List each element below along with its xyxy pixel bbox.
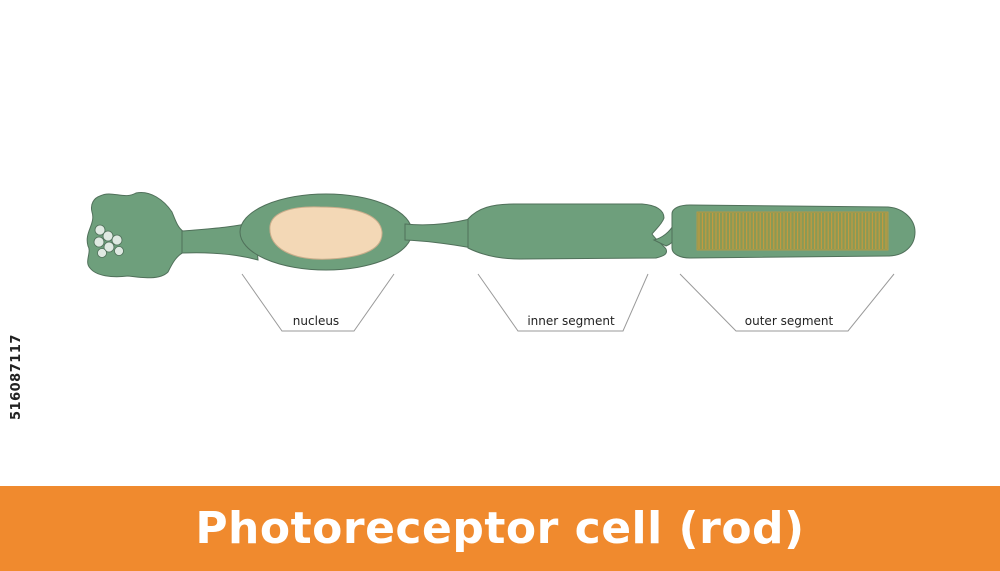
rod-cell-diagram: nucleus inner segment outer segment [86,191,916,332]
inner-segment [467,203,667,260]
synaptic-vesicles [93,224,124,258]
diagram-title: Photoreceptor cell (rod) [195,502,805,554]
nucleus-label: nucleus [293,314,339,328]
nucleus-bracket [241,273,395,332]
image-id-text: 516087117 [9,334,24,420]
synaptic-terminal [86,191,185,279]
membrane-discs-band [696,211,889,251]
leader-lines [241,273,895,332]
nucleus [269,206,383,260]
title-banner: Photoreceptor cell (rod) [0,486,1000,571]
axon [181,221,259,261]
outer-fiber [404,218,473,249]
membrane-discs [698,213,887,249]
inner-segment-label: inner segment [527,314,615,328]
inner-segment-bracket [477,273,649,332]
outer-segment-bracket [679,273,895,332]
outer-segment-label: outer segment [745,314,834,328]
